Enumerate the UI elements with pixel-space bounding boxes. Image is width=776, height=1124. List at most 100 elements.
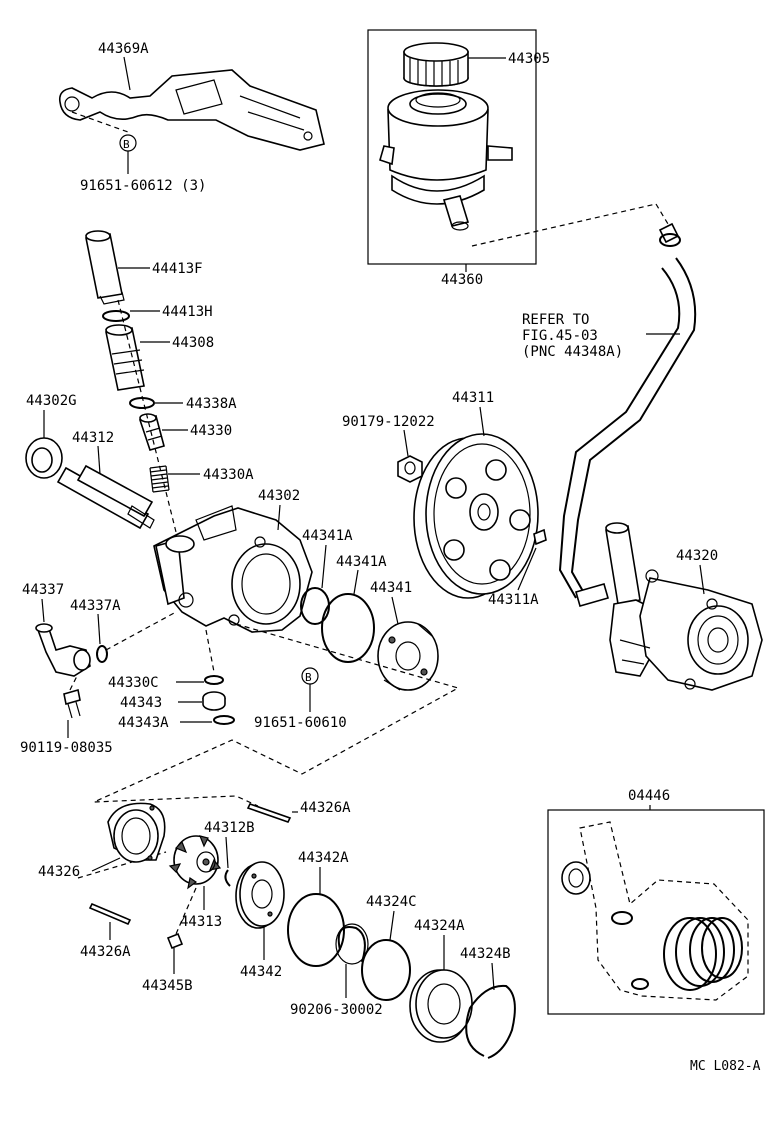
leader-44341A-2 (353, 569, 359, 595)
leader-44341 (391, 596, 399, 625)
label-91651-60612: 91651-60612 (3) (80, 178, 206, 194)
leader-44324C (389, 910, 395, 941)
leader-44302 (277, 504, 281, 531)
leader-44312B (225, 836, 229, 869)
label-44360: 44360 (441, 272, 483, 288)
seal-kit-inset: 04446 (547, 788, 765, 1015)
side-plate-part-44341 (377, 621, 439, 691)
bolt-marker-b-top: B (123, 138, 130, 151)
dash-bolt-axis (69, 673, 79, 691)
pin-part-44326A-lower (88, 902, 132, 926)
label-44311A: 44311A (488, 592, 539, 608)
snap-ring-part-90206-30002 (337, 926, 366, 963)
kit-oil-seal (561, 861, 591, 895)
seal-part-44324A (409, 969, 473, 1043)
o-ring-part-44343A (213, 715, 235, 725)
bolt-marker-b-mid: B (305, 671, 312, 684)
snap-ring-outline (335, 923, 369, 965)
label-44345B: 44345B (142, 978, 193, 994)
leader-44324B (491, 962, 495, 991)
pin-part-44326A-upper (246, 803, 292, 823)
label-44311: 44311 (452, 390, 494, 406)
pump-assembly-part-44320 (605, 522, 763, 691)
leader-44341A-1 (321, 544, 327, 589)
label-44330: 44330 (190, 423, 232, 439)
label-44324C: 44324C (366, 894, 417, 910)
dash-union-axis (105, 611, 177, 651)
reservoir-inset: 44305 44360 (367, 29, 550, 288)
hose-note-line-1: REFER TO (522, 312, 589, 328)
label-90119-08035: 90119-08035 (20, 740, 113, 756)
dash-hose-clamp (655, 203, 669, 225)
hose-note-line-2: FIG.45-03 (522, 328, 598, 344)
label-44413H: 44413H (162, 304, 213, 320)
label-44324B: 44324B (460, 946, 511, 962)
label-44312B: 44312B (204, 820, 255, 836)
label-44324A: 44324A (414, 918, 465, 934)
oil-seal-part-44302G (25, 437, 63, 479)
label-44369A: 44369A (98, 41, 149, 57)
side-plate-part-44342 (235, 861, 285, 929)
kit-o-ring-plug (631, 978, 649, 990)
plug-part-44343 (202, 691, 226, 711)
label-44341: 44341 (370, 580, 412, 596)
label-44320: 44320 (676, 548, 718, 564)
kit-seal-stack (663, 917, 743, 991)
label-44413F: 44413F (152, 261, 203, 277)
reservoir-inset-frame (367, 29, 537, 265)
kit-o-ring-small (611, 911, 633, 925)
label-90206-30002: 90206-30002 (290, 1002, 383, 1018)
reservoir-cap-part (403, 42, 469, 87)
label-44341A-2: 44341A (336, 554, 387, 570)
pulley-part-44311 (413, 433, 539, 599)
hose-part (558, 222, 697, 607)
leader-44311A (517, 547, 537, 591)
label-90179-12022: 90179-12022 (342, 414, 435, 430)
label-04446: 04446 (628, 788, 670, 804)
cam-ring-part-44326 (107, 802, 166, 863)
kit-housing-outline (579, 821, 749, 1001)
label-44342A: 44342A (298, 850, 349, 866)
shaft-part-44312 (56, 464, 155, 530)
retaining-ring-part-44324B (465, 984, 516, 1059)
key-part-44311A (533, 528, 547, 546)
label-44337: 44337 (22, 582, 64, 598)
vane-part-44345B (166, 932, 184, 950)
o-ring-part-44342A (287, 893, 345, 967)
label-91651-60610: 91651-60610 (254, 715, 347, 731)
label-44312: 44312 (72, 430, 114, 446)
label-44341A-1: 44341A (302, 528, 353, 544)
spring-part-44330A (149, 465, 170, 493)
label-44302G: 44302G (26, 393, 77, 409)
drawing-code: MC L082-A (690, 1059, 761, 1074)
label-44342: 44342 (240, 964, 282, 980)
reservoir-tank-part (379, 89, 513, 231)
leader-44369A (123, 56, 131, 91)
label-44343A: 44343A (118, 715, 169, 731)
rotor-part-44313 (168, 835, 222, 890)
union-part-44337 (35, 623, 91, 677)
bolt-part-90119-08035 (63, 688, 81, 719)
label-44343: 44343 (120, 695, 162, 711)
leader-44311 (479, 406, 485, 437)
leader-44326 (91, 857, 121, 872)
leader-44320 (699, 564, 705, 595)
o-ring-part-44413H (102, 310, 130, 322)
dash-reservoir-hose (471, 203, 657, 247)
label-44302: 44302 (258, 488, 300, 504)
label-44305: 44305 (508, 51, 550, 67)
label-44338A: 44338A (186, 396, 237, 412)
label-44313: 44313 (180, 914, 222, 930)
label-44326A-1: 44326A (300, 800, 351, 816)
pump-housing-part-44302 (153, 505, 313, 633)
o-ring-part-44337A (96, 645, 108, 663)
leader-44337A (97, 613, 101, 645)
ring-part-44330C (204, 675, 224, 685)
dash-assembly-envelope (93, 623, 460, 807)
o-ring-part-44341A-small (300, 587, 330, 625)
label-44330A: 44330A (203, 467, 254, 483)
o-ring-part-44324C (361, 939, 411, 1001)
label-44330C: 44330C (108, 675, 159, 691)
dash-plug-axis (205, 629, 215, 673)
